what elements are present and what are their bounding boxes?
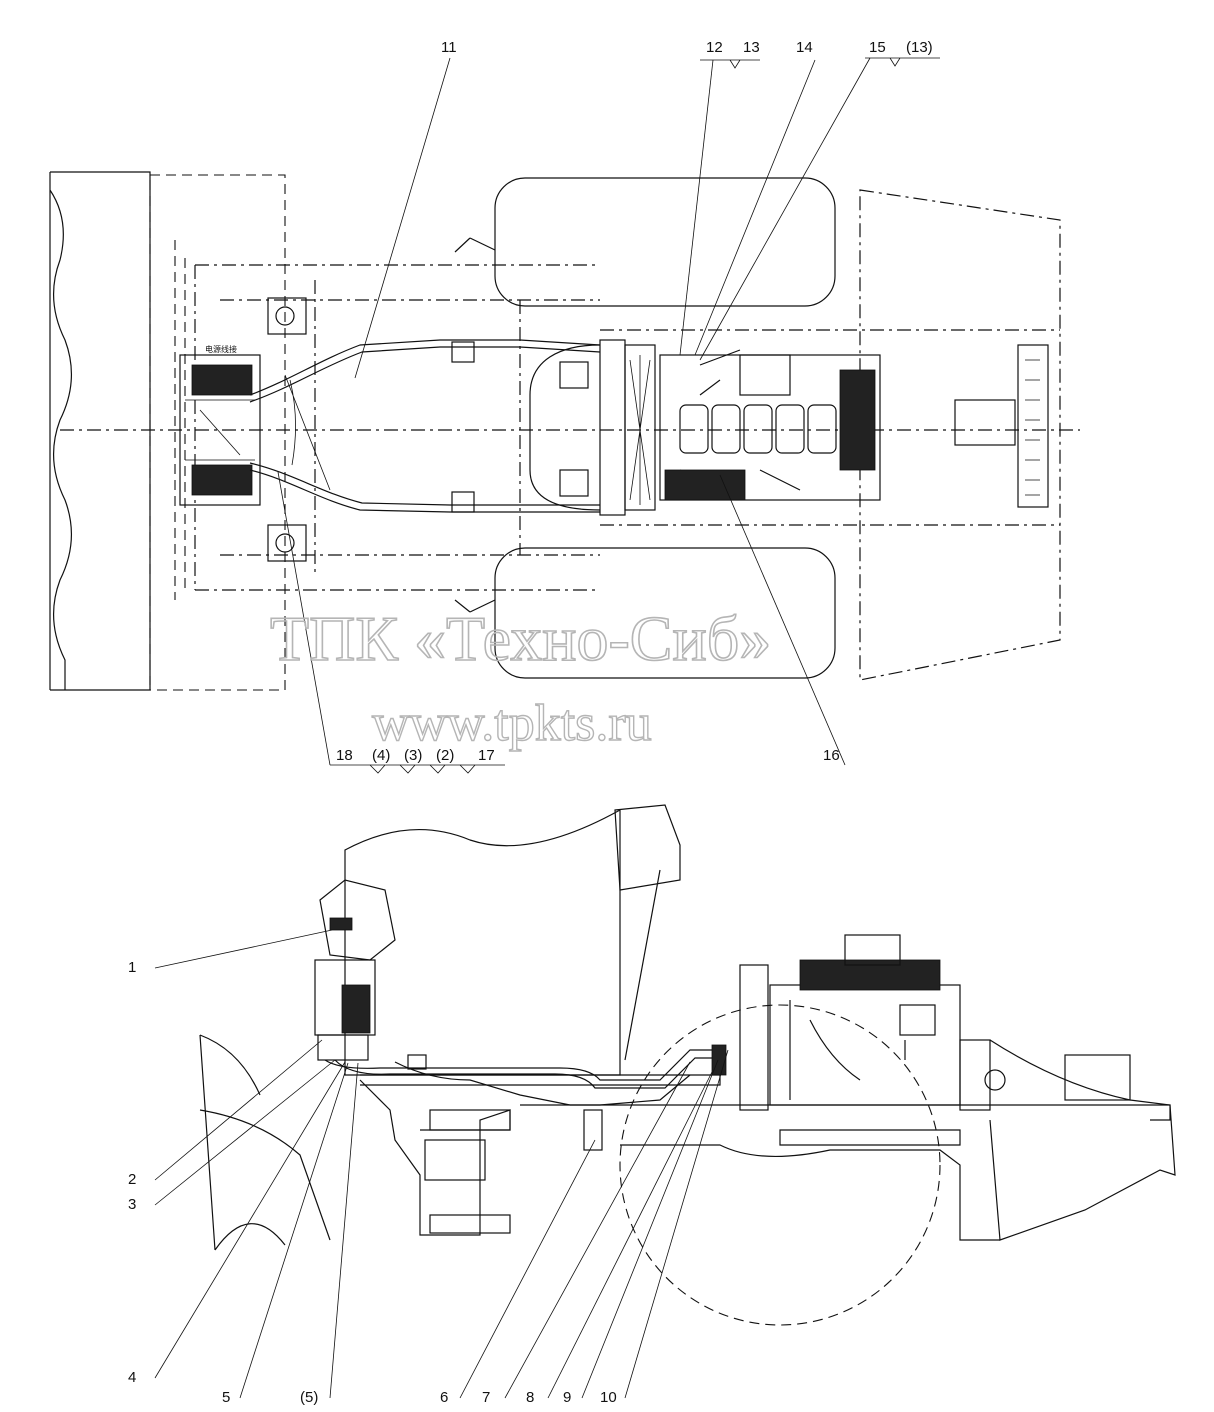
callout-3: 3	[128, 1196, 136, 1213]
counterweight	[954, 344, 1049, 508]
power-line-note: 电源线接	[205, 344, 237, 354]
engine-side	[739, 934, 1006, 1146]
callout-18: 18	[336, 747, 353, 764]
cab-outline	[344, 808, 621, 1076]
side-callout-leaders	[154, 929, 729, 1399]
chassis-frame	[194, 264, 600, 591]
callout-14: 14	[796, 39, 813, 56]
callout-4: 4	[128, 1369, 136, 1386]
chassis-side	[360, 1074, 1171, 1121]
rear-fender	[620, 1144, 1000, 1241]
rear-wheel	[619, 1004, 941, 1326]
bucket-outline	[49, 171, 151, 691]
engine-top	[659, 349, 881, 501]
callout-10: 10	[600, 1389, 617, 1406]
rear-counterweight	[989, 1039, 1176, 1241]
tire-links	[454, 237, 496, 613]
lift-arm	[199, 1034, 331, 1251]
watermark-url: www.tpkts.ru	[372, 695, 652, 752]
bucket-frame	[149, 174, 286, 691]
callout-4-ref: (4)	[372, 747, 390, 764]
callout-7: 7	[482, 1389, 490, 1406]
control-panel	[314, 879, 396, 1061]
mount-brackets	[267, 297, 589, 562]
hose-routes	[249, 339, 601, 513]
top-view: 电源线接	[49, 39, 1080, 774]
control-box	[179, 354, 261, 506]
rear-frame	[600, 189, 1061, 681]
callout-15: 15	[869, 39, 886, 56]
top-callout-leaders	[277, 57, 940, 774]
side-hoses	[324, 1044, 727, 1151]
callout-11: 11	[441, 39, 457, 56]
callout-1: 1	[128, 959, 136, 976]
watermark-company: ТПК «Техно-Сиб»	[270, 603, 771, 674]
rear-box	[1064, 1054, 1131, 1101]
callout-12: 12	[706, 39, 723, 56]
radiator-fan	[599, 339, 656, 516]
tire-upper	[494, 177, 836, 307]
cab-door	[614, 804, 681, 1061]
callout-8: 8	[526, 1389, 534, 1406]
front-frame	[359, 1079, 511, 1236]
tire-lower	[494, 547, 836, 679]
callout-5-ref: (5)	[300, 1389, 318, 1406]
side-view: 1 2 3 4 5 (5) 6 7 8 9 10	[128, 804, 1176, 1406]
callout-13: 13	[743, 39, 760, 56]
callout-13-ref: (13)	[906, 39, 933, 56]
axle-block	[424, 1109, 511, 1234]
callout-2: 2	[128, 1171, 136, 1188]
callout-3-ref: (3)	[404, 747, 422, 764]
callout-9: 9	[563, 1389, 571, 1406]
bucket-frame-inner	[174, 240, 186, 600]
callout-6: 6	[440, 1389, 448, 1406]
callout-5: 5	[222, 1389, 230, 1406]
callout-17: 17	[478, 747, 495, 764]
callout-16: 16	[823, 747, 840, 764]
callout-2-ref: (2)	[436, 747, 454, 764]
